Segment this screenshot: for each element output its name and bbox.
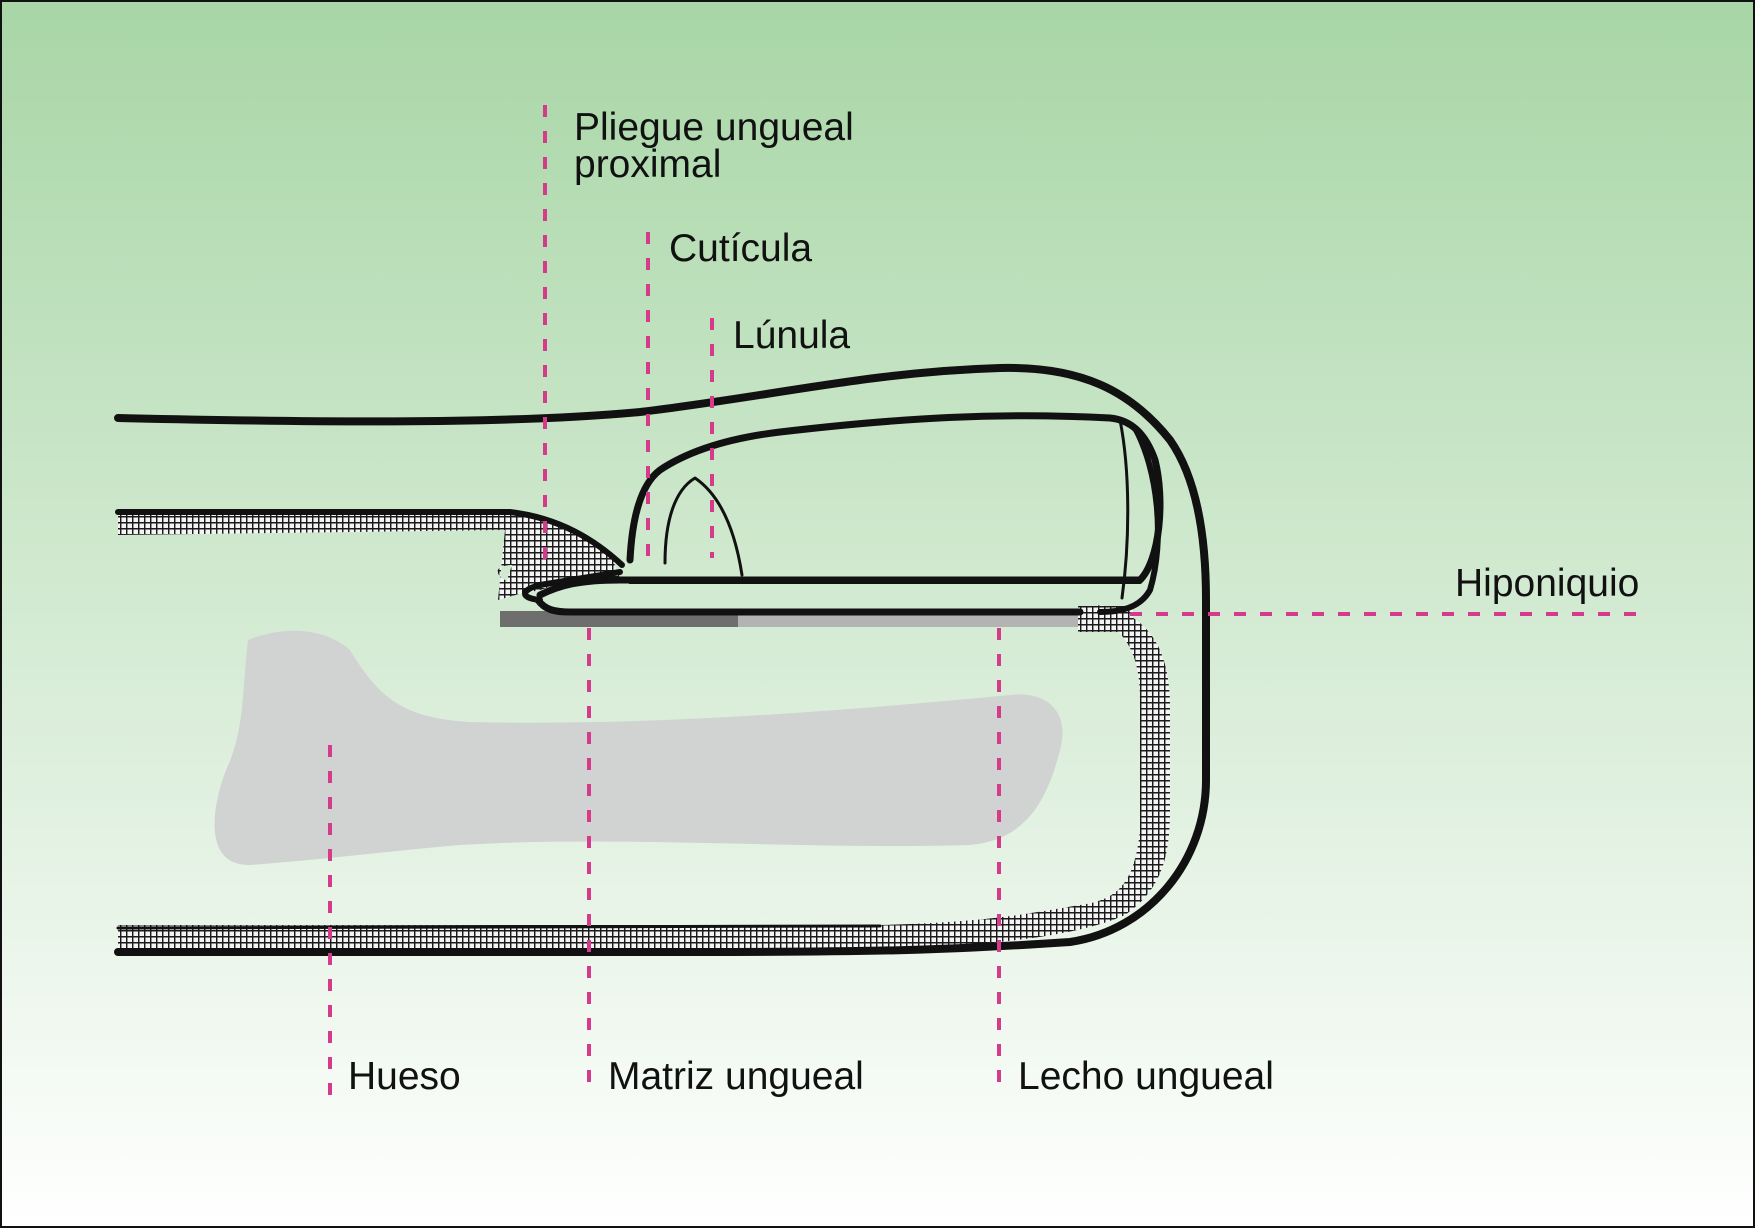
label-pliegue-ungueal-line1: Pliegue ungueal: [574, 106, 854, 149]
label-lunula: Lúnula: [733, 314, 850, 357]
bone-shape: [214, 630, 1063, 866]
label-matriz-ungueal: Matriz ungueal: [608, 1055, 864, 1098]
nail-fold-loop: [522, 569, 623, 603]
label-cuticula: Cutícula: [669, 227, 812, 270]
label-hueso: Hueso: [348, 1055, 461, 1098]
skin-ventral-proximal: [116, 924, 882, 930]
skin-dorsal-proximal: [115, 509, 625, 568]
finger-dorsal-outline: [114, 363, 1210, 956]
dermis-dorsal: [118, 510, 620, 600]
dermis-fold: [507, 550, 620, 592]
hyponychium-tissue: [118, 605, 1170, 952]
nail-plate-outline: [536, 412, 1164, 599]
label-hiponiquio: Hiponiquio: [1455, 562, 1639, 605]
nail-tip-line-1: [1118, 418, 1130, 600]
lunula-arc: [663, 476, 744, 577]
label-pliegue-ungueal-line2: proximal: [574, 143, 721, 186]
label-lecho-ungueal: Lecho ungueal: [1018, 1055, 1274, 1098]
nail-tip-line-2: [1097, 425, 1161, 615]
